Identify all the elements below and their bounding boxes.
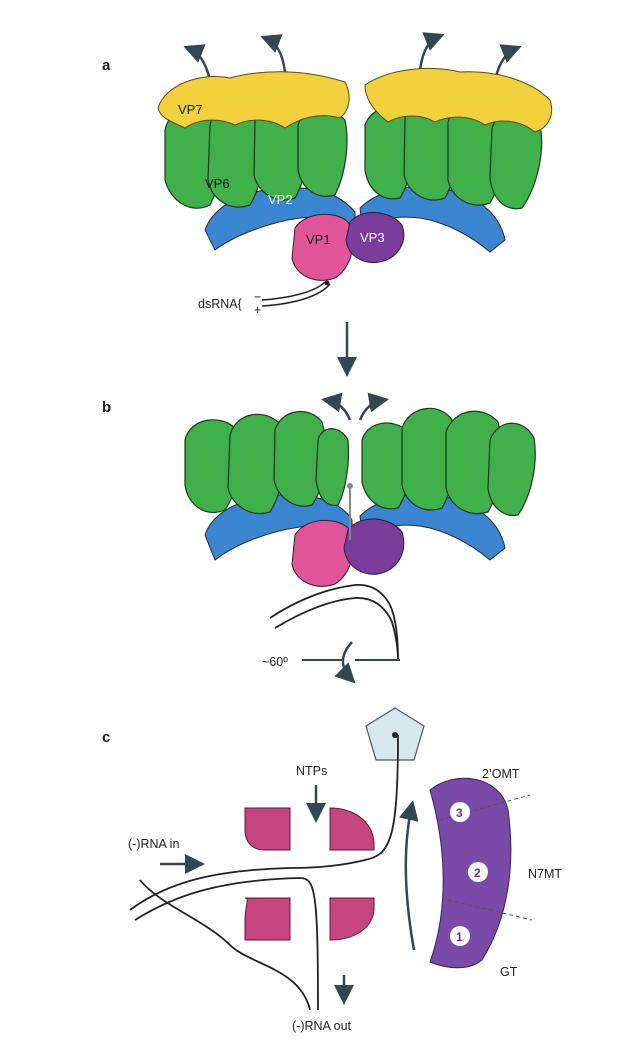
site-3-label: 3: [456, 806, 463, 820]
exit-arrow: [418, 32, 445, 71]
dsrna-label: dsRNA{: [198, 297, 242, 311]
strand-minus-label: −: [254, 290, 261, 304]
gt-label: GT: [500, 965, 518, 979]
site-2-label: 2: [474, 866, 481, 880]
dsrna-strands: [261, 281, 331, 307]
vp3-label: VP3: [360, 230, 385, 245]
exit-arrow: [183, 44, 212, 81]
rna-in-label: (-)RNA in: [128, 837, 179, 851]
ntps-label: NTPs: [296, 764, 327, 778]
vp3-capping-enzyme-b: [343, 518, 405, 575]
n7mt-label: N7MT: [528, 867, 562, 881]
panel-b-letter: b: [102, 399, 111, 416]
site-1-label: 1: [456, 930, 463, 944]
panel-a: a: [102, 32, 553, 317]
omt-label: 2’OMT: [482, 767, 520, 781]
site-3: [450, 802, 470, 822]
panel-b-exit-arrows: [321, 392, 389, 421]
vp3-capping-enzyme: [345, 212, 405, 264]
pocket-top-right: [329, 807, 375, 851]
strand-plus-label: +: [254, 303, 261, 317]
rna-end: [324, 280, 330, 286]
rna-out-label: (-)RNA out: [292, 1019, 352, 1033]
vp6-layer-b: [184, 407, 536, 516]
exit-arrow: [260, 34, 287, 73]
pocket-bottom-right: [329, 897, 375, 941]
cap-attachment: [392, 732, 398, 738]
rotation-label: ~60º: [262, 655, 288, 669]
vp1-polymerase: [291, 213, 354, 281]
pocket-top-left: [244, 807, 291, 851]
vp6-layer: [164, 97, 543, 210]
vp2-label: VP2: [268, 192, 293, 207]
rna-strands-b: [269, 584, 399, 661]
panel-b: b: [102, 392, 536, 661]
panel-c-letter: c: [102, 729, 110, 746]
capping-flow-arrow: [398, 800, 419, 951]
polymerase-pockets: [244, 807, 375, 941]
pocket-bottom-left: [244, 897, 291, 941]
vp1-label: VP1: [306, 232, 331, 247]
panel-a-letter: a: [102, 57, 111, 74]
site-2: [468, 862, 488, 882]
rotation-indicator: ~60º: [262, 641, 400, 684]
mrna-end: [347, 483, 353, 489]
vp1-polymerase-b: [291, 519, 354, 587]
domain-divider: [447, 899, 533, 921]
vp6-label: VP6: [205, 176, 230, 191]
panel-c: c 3 2 1 NTPs (: [102, 707, 562, 1033]
vp7-layer: [157, 68, 553, 133]
rna-paths-c: [129, 734, 399, 1011]
site-1: [450, 926, 470, 946]
vp7-label: VP7: [178, 102, 203, 117]
